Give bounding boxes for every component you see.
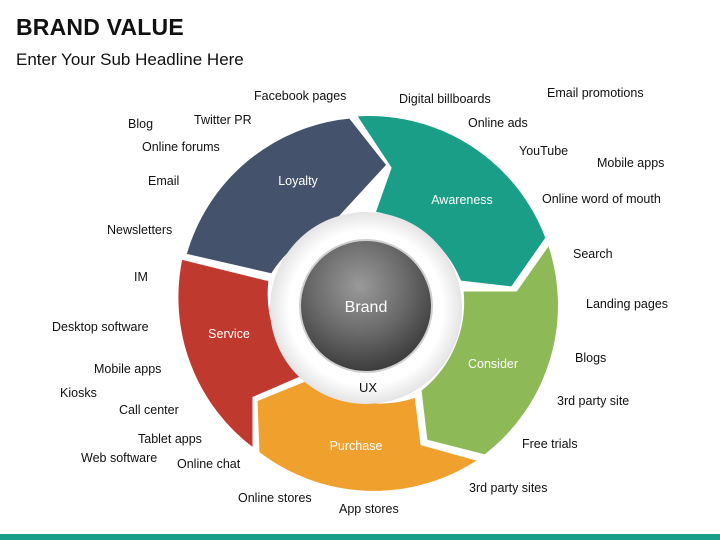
channel-label: Email promotions	[547, 86, 644, 100]
channel-label: Newsletters	[107, 223, 173, 237]
page-subtitle: Enter Your Sub Headline Here	[16, 50, 244, 69]
channel-label: Twitter PR	[194, 113, 252, 127]
channel-label: Digital billboards	[399, 92, 491, 106]
channel-label: Web software	[81, 451, 158, 465]
brand-sphere[interactable]	[299, 239, 433, 373]
channel-label: Online forums	[142, 140, 220, 154]
segment-label-loyalty: Loyalty	[278, 174, 318, 188]
channel-label: Blog	[128, 117, 154, 131]
ux-label: UX	[359, 380, 377, 395]
channel-label: IM	[134, 270, 148, 284]
channel-label: Call center	[119, 403, 179, 417]
channel-label: Search	[573, 247, 613, 261]
segment-label-purchase: Purchase	[330, 439, 383, 453]
channel-label: 3rd party site	[557, 394, 630, 408]
brand-label: Brand	[345, 299, 388, 316]
channel-label: YouTube	[519, 144, 569, 158]
channel-label: Kiosks	[60, 386, 97, 400]
footer-bar	[0, 534, 720, 540]
channel-label: Free trials	[522, 437, 578, 451]
channel-label: Online word of mouth	[542, 192, 661, 206]
channel-label: Online chat	[177, 457, 241, 471]
channel-label: Landing pages	[586, 297, 669, 311]
channel-label: Mobile apps	[597, 156, 665, 170]
channel-label: Blogs	[575, 351, 607, 365]
channel-label: Email	[148, 174, 180, 188]
channel-label: Facebook pages	[254, 89, 347, 103]
channel-label: Online stores	[238, 491, 312, 505]
channel-label: Mobile apps	[94, 362, 162, 376]
channel-label: App stores	[339, 502, 399, 516]
segment-label-consider: Consider	[468, 357, 518, 371]
channel-label: Desktop software	[52, 320, 149, 334]
channel-label: 3rd party sites	[469, 481, 548, 495]
channel-label: Tablet apps	[138, 432, 202, 446]
page-title: BRAND VALUE	[16, 14, 184, 40]
segment-label-awareness: Awareness	[431, 193, 493, 207]
channel-label: Online ads	[468, 116, 528, 130]
segment-label-service: Service	[208, 327, 250, 341]
